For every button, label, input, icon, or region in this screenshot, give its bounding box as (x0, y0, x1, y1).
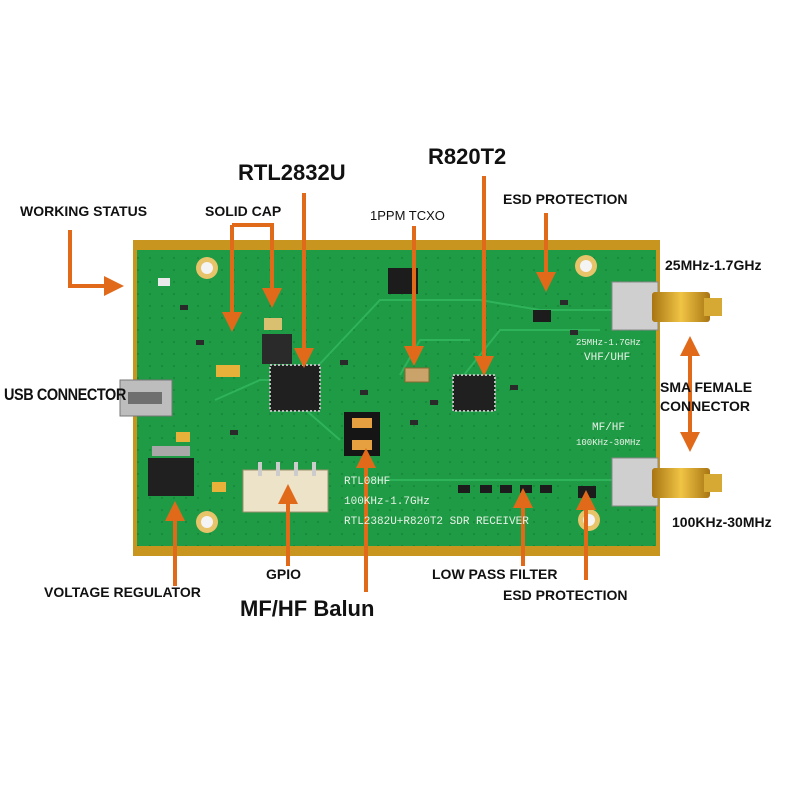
label-rtl2832u: RTL2832U (238, 160, 346, 185)
label-working-status: WORKING STATUS (20, 203, 148, 219)
label-usb-connector: USB CONNECTOR (4, 385, 126, 404)
label-low-pass-filter: LOW PASS FILTER (432, 566, 558, 582)
label-vhf-freq: 25MHz-1.7GHz (665, 257, 762, 273)
silk-vhf-freq: 25MHz-1.7GHz (576, 338, 641, 348)
silk-model: RTL08HF (344, 476, 391, 488)
label-hf-freq: 100KHz-30MHz (672, 514, 772, 530)
r820t2-chip (452, 374, 496, 412)
rtl2832u-chip (269, 364, 321, 412)
silk-chips: RTL2382U+R820T2 SDR RECEIVER (344, 516, 529, 528)
silk-hf-freq: 100KHz-30MHz (576, 438, 641, 448)
label-voltage-regulator: VOLTAGE REGULATOR (44, 584, 201, 600)
label-esd-top: ESD PROTECTION (503, 191, 628, 207)
sma-connector-bottom (611, 457, 722, 507)
sma-connector-top (611, 281, 722, 331)
label-r820t2: R820T2 (428, 144, 507, 169)
label-mf-hf-balun: MF/HF Balun (240, 596, 375, 621)
gpio-header (242, 462, 329, 513)
mounting-holes (196, 255, 600, 533)
label-tcxo: 1PPM TCXO (370, 208, 445, 223)
solid-cap (262, 318, 292, 364)
balun-inductor (344, 412, 380, 456)
status-led (158, 278, 170, 286)
smd-parts (180, 300, 578, 435)
tcxo-crystal (404, 367, 430, 383)
label-esd-bottom: ESD PROTECTION (503, 587, 628, 603)
label-solid-cap: SOLID CAP (205, 203, 282, 219)
label-gpio: GPIO (266, 566, 302, 582)
silk-range: 100KHz-1.7GHz (344, 496, 430, 508)
label-sma-line1: SMA FEMALE (660, 379, 753, 395)
silk-hf-band: MF/HF (592, 422, 626, 434)
arrow-working-status (68, 230, 124, 296)
silk-vhf-band: VHF/UHF (584, 352, 631, 364)
arrow-solid-cap-right (232, 223, 282, 308)
label-sma-line2: CONNECTOR (660, 398, 750, 414)
voltage-regulator (148, 446, 194, 496)
annotation-arrows (68, 176, 700, 592)
usb-connector (119, 379, 173, 417)
yellow-caps (176, 365, 240, 492)
